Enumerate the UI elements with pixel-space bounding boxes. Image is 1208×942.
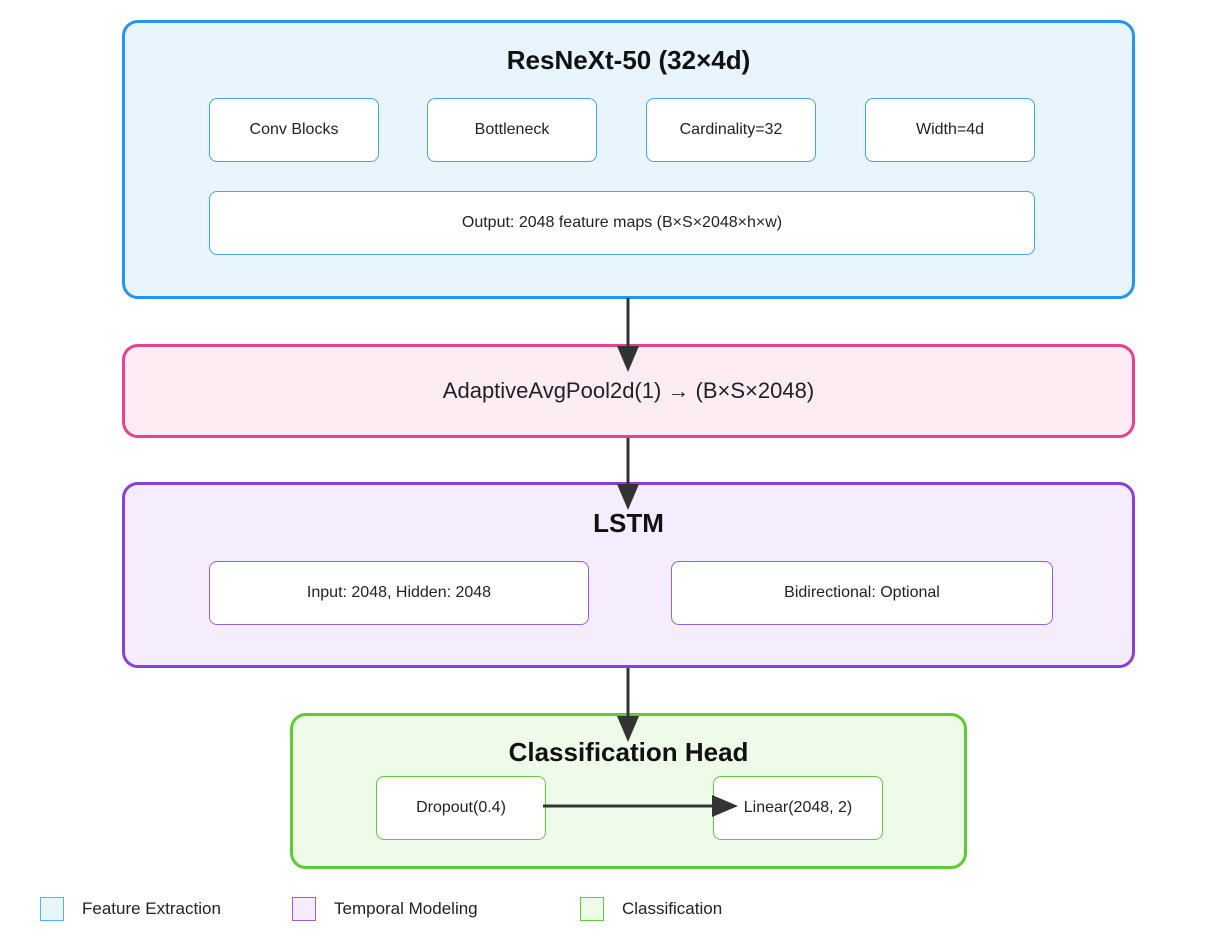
classification-head-panel: Classification Head Dropout(0.4) Linear(…: [290, 713, 967, 869]
legend-label-classification: Classification: [622, 899, 723, 918]
dropout-box: Dropout(0.4): [376, 776, 546, 840]
resnext-panel: ResNeXt-50 (32×4d) Conv Blocks Bottlenec…: [122, 20, 1135, 299]
resnext-title: ResNeXt-50 (32×4d): [506, 45, 751, 75]
resnext-output-box: Output: 2048 feature maps (B×S×2048×h×w): [209, 191, 1035, 255]
legend-swatch-temporal-modeling: [292, 897, 316, 921]
legend-swatch-feature-extraction: [40, 897, 64, 921]
lstm-panel: LSTM Input: 2048, Hidden: 2048 Bidirecti…: [122, 482, 1135, 668]
legend-label-temporal-modeling: Temporal Modeling: [334, 899, 478, 918]
bottleneck-box: Bottleneck: [427, 98, 597, 162]
pooling-label: AdaptiveAvgPool2d(1) → (B×S×2048): [442, 378, 815, 403]
conv-blocks-box: Conv Blocks: [209, 98, 379, 162]
linear-box: Linear(2048, 2): [713, 776, 883, 840]
legend-classification: Classification: [580, 897, 722, 921]
legend-feature-extraction: Feature Extraction: [40, 897, 221, 921]
legend-temporal-modeling: Temporal Modeling: [292, 897, 478, 921]
classification-head-title: Classification Head: [508, 737, 749, 767]
lstm-bidirectional-box: Bidirectional: Optional: [671, 561, 1053, 625]
cardinality-box: Cardinality=32: [646, 98, 816, 162]
width-box: Width=4d: [865, 98, 1035, 162]
lstm-title: LSTM: [593, 508, 664, 538]
legend-label-feature-extraction: Feature Extraction: [82, 899, 221, 918]
pooling-panel: AdaptiveAvgPool2d(1) → (B×S×2048): [122, 344, 1135, 438]
legend-swatch-classification: [580, 897, 604, 921]
lstm-input-hidden-box: Input: 2048, Hidden: 2048: [209, 561, 589, 625]
